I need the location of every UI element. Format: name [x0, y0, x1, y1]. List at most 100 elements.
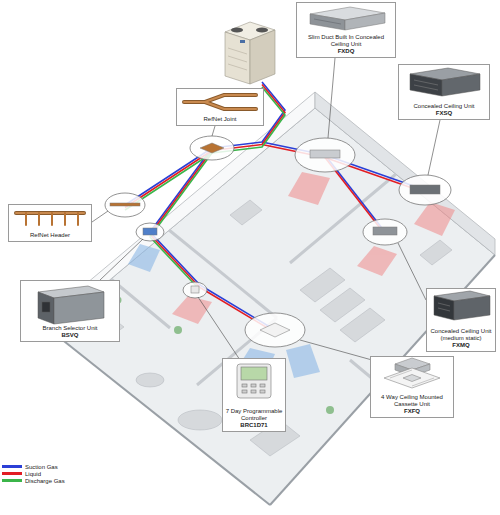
branch-selector-icon	[38, 286, 104, 298]
concealed-unit-icon	[410, 74, 442, 96]
indoor-unit-symbol	[200, 143, 224, 153]
cassette-icon	[395, 358, 430, 370]
magnifier-circle	[399, 175, 451, 205]
refrigerant-pipe	[125, 87, 285, 210]
air-flow-cool	[128, 244, 160, 272]
office-furniture	[420, 240, 452, 265]
legend: Suction GasLiquidDischarge Gas	[2, 463, 65, 484]
air-flow-warm	[357, 246, 397, 276]
controller-icon	[251, 390, 256, 393]
refrigerant-pipe	[125, 85, 285, 208]
magnifier-circle	[245, 313, 305, 347]
indoor-unit-symbol	[110, 143, 440, 337]
leader-line	[92, 58, 440, 360]
outdoor-unit	[240, 40, 245, 43]
branch-selector-icon	[38, 292, 54, 324]
office-plant	[174, 326, 182, 334]
refnet-joint-icon	[184, 95, 256, 109]
magnifier-circle	[136, 223, 164, 241]
refrigerant-pipe	[125, 82, 425, 333]
callout-box: RefNet Header	[8, 204, 92, 242]
refrigerant-pipe	[150, 153, 212, 290]
callout-box: Concealed Ceiling Unit (medium static)FX…	[426, 288, 496, 352]
callout-box: RefNet Joint	[176, 88, 264, 126]
magnifier-circle	[105, 193, 145, 217]
legend-text: Suction Gas	[25, 464, 58, 470]
medium-static-unit-icon	[434, 296, 454, 320]
magnifier-circle	[183, 282, 207, 298]
model-code: FXSQ	[401, 110, 487, 117]
refnet-joint-icon	[184, 95, 256, 109]
branch-selector-icon	[38, 286, 104, 324]
cassette-icon	[384, 368, 440, 388]
legend-row: Suction Gas	[2, 463, 65, 470]
refrigerant-pipe	[150, 148, 275, 330]
concealed-unit-icon	[410, 68, 480, 96]
controller-icon	[260, 384, 265, 387]
cassette-icon	[395, 364, 412, 376]
indoor-unit-symbol	[310, 150, 340, 158]
office-furniture	[178, 410, 222, 430]
legend-text: Discharge Gas	[25, 478, 65, 484]
outdoor-unit	[228, 48, 247, 54]
office-furniture	[340, 308, 385, 342]
unit-name: RefNet Header	[11, 232, 89, 239]
model-code: BRC1D71	[225, 422, 283, 429]
outdoor-unit	[228, 64, 247, 70]
outdoor-unit	[228, 56, 247, 62]
leader-line	[428, 120, 440, 175]
medium-static-unit-icon	[438, 308, 450, 311]
controller-icon	[251, 384, 256, 387]
callout-box: 7 Day Programmable ControllerBRC1D71	[222, 358, 286, 432]
model-code: FXFQ	[373, 408, 451, 415]
indoor-unit-symbol	[191, 286, 199, 293]
callout-box: Branch Selector UnitBSVQ	[20, 280, 120, 342]
indoor-unit-symbol	[260, 323, 290, 337]
air-flow-warm	[172, 296, 212, 324]
branch-selector-icon	[54, 292, 104, 324]
cassette-icon	[412, 364, 430, 376]
office-furniture	[230, 200, 262, 225]
concealed-unit-icon	[410, 68, 480, 80]
concealed-unit-icon	[442, 74, 480, 96]
indoor-unit-symbol	[373, 227, 397, 235]
outdoor-unit	[250, 30, 275, 84]
refnet-joint-icon	[184, 95, 256, 109]
controller-icon	[260, 390, 265, 393]
medium-static-unit-icon	[434, 291, 490, 320]
leader-line	[328, 58, 335, 138]
indoor-unit-symbol	[110, 203, 140, 206]
cassette-icon	[384, 358, 440, 388]
magnifier-circle	[363, 219, 407, 245]
concealed-unit-icon	[414, 80, 438, 85]
cassette-icon	[412, 378, 434, 386]
medium-static-unit-icon	[438, 303, 450, 306]
slim-duct-icon	[345, 13, 385, 30]
legend-row: Discharge Gas	[2, 477, 65, 484]
air-flow-warm	[414, 202, 455, 236]
refnet-header-icon	[16, 213, 84, 225]
indoor-unit-symbol	[410, 185, 440, 194]
air-flow-warm	[288, 172, 330, 205]
refnet-header-icon	[26, 213, 78, 225]
magnifier-circle	[105, 136, 451, 347]
leader-line	[100, 239, 143, 280]
leader-line	[300, 340, 372, 360]
controller-icon	[237, 364, 271, 398]
air-flow-warm	[172, 172, 455, 324]
air-flow-cool	[286, 344, 320, 378]
office-plant	[326, 406, 334, 414]
refrigerant-pipe	[125, 82, 285, 205]
cassette-icon	[390, 370, 412, 378]
building-floor	[270, 255, 495, 505]
legend-swatch	[2, 472, 22, 475]
outdoor-unit	[225, 32, 250, 84]
controller-icon	[242, 384, 247, 387]
slim-duct-icon	[310, 14, 345, 30]
refnet-header-icon	[16, 211, 84, 215]
refrigerant-pipe	[150, 151, 275, 333]
refnet-header-icon	[16, 212, 84, 214]
model-code: FXMQ	[429, 342, 493, 349]
unit-name: 7 Day Programmable Controller	[225, 408, 283, 422]
